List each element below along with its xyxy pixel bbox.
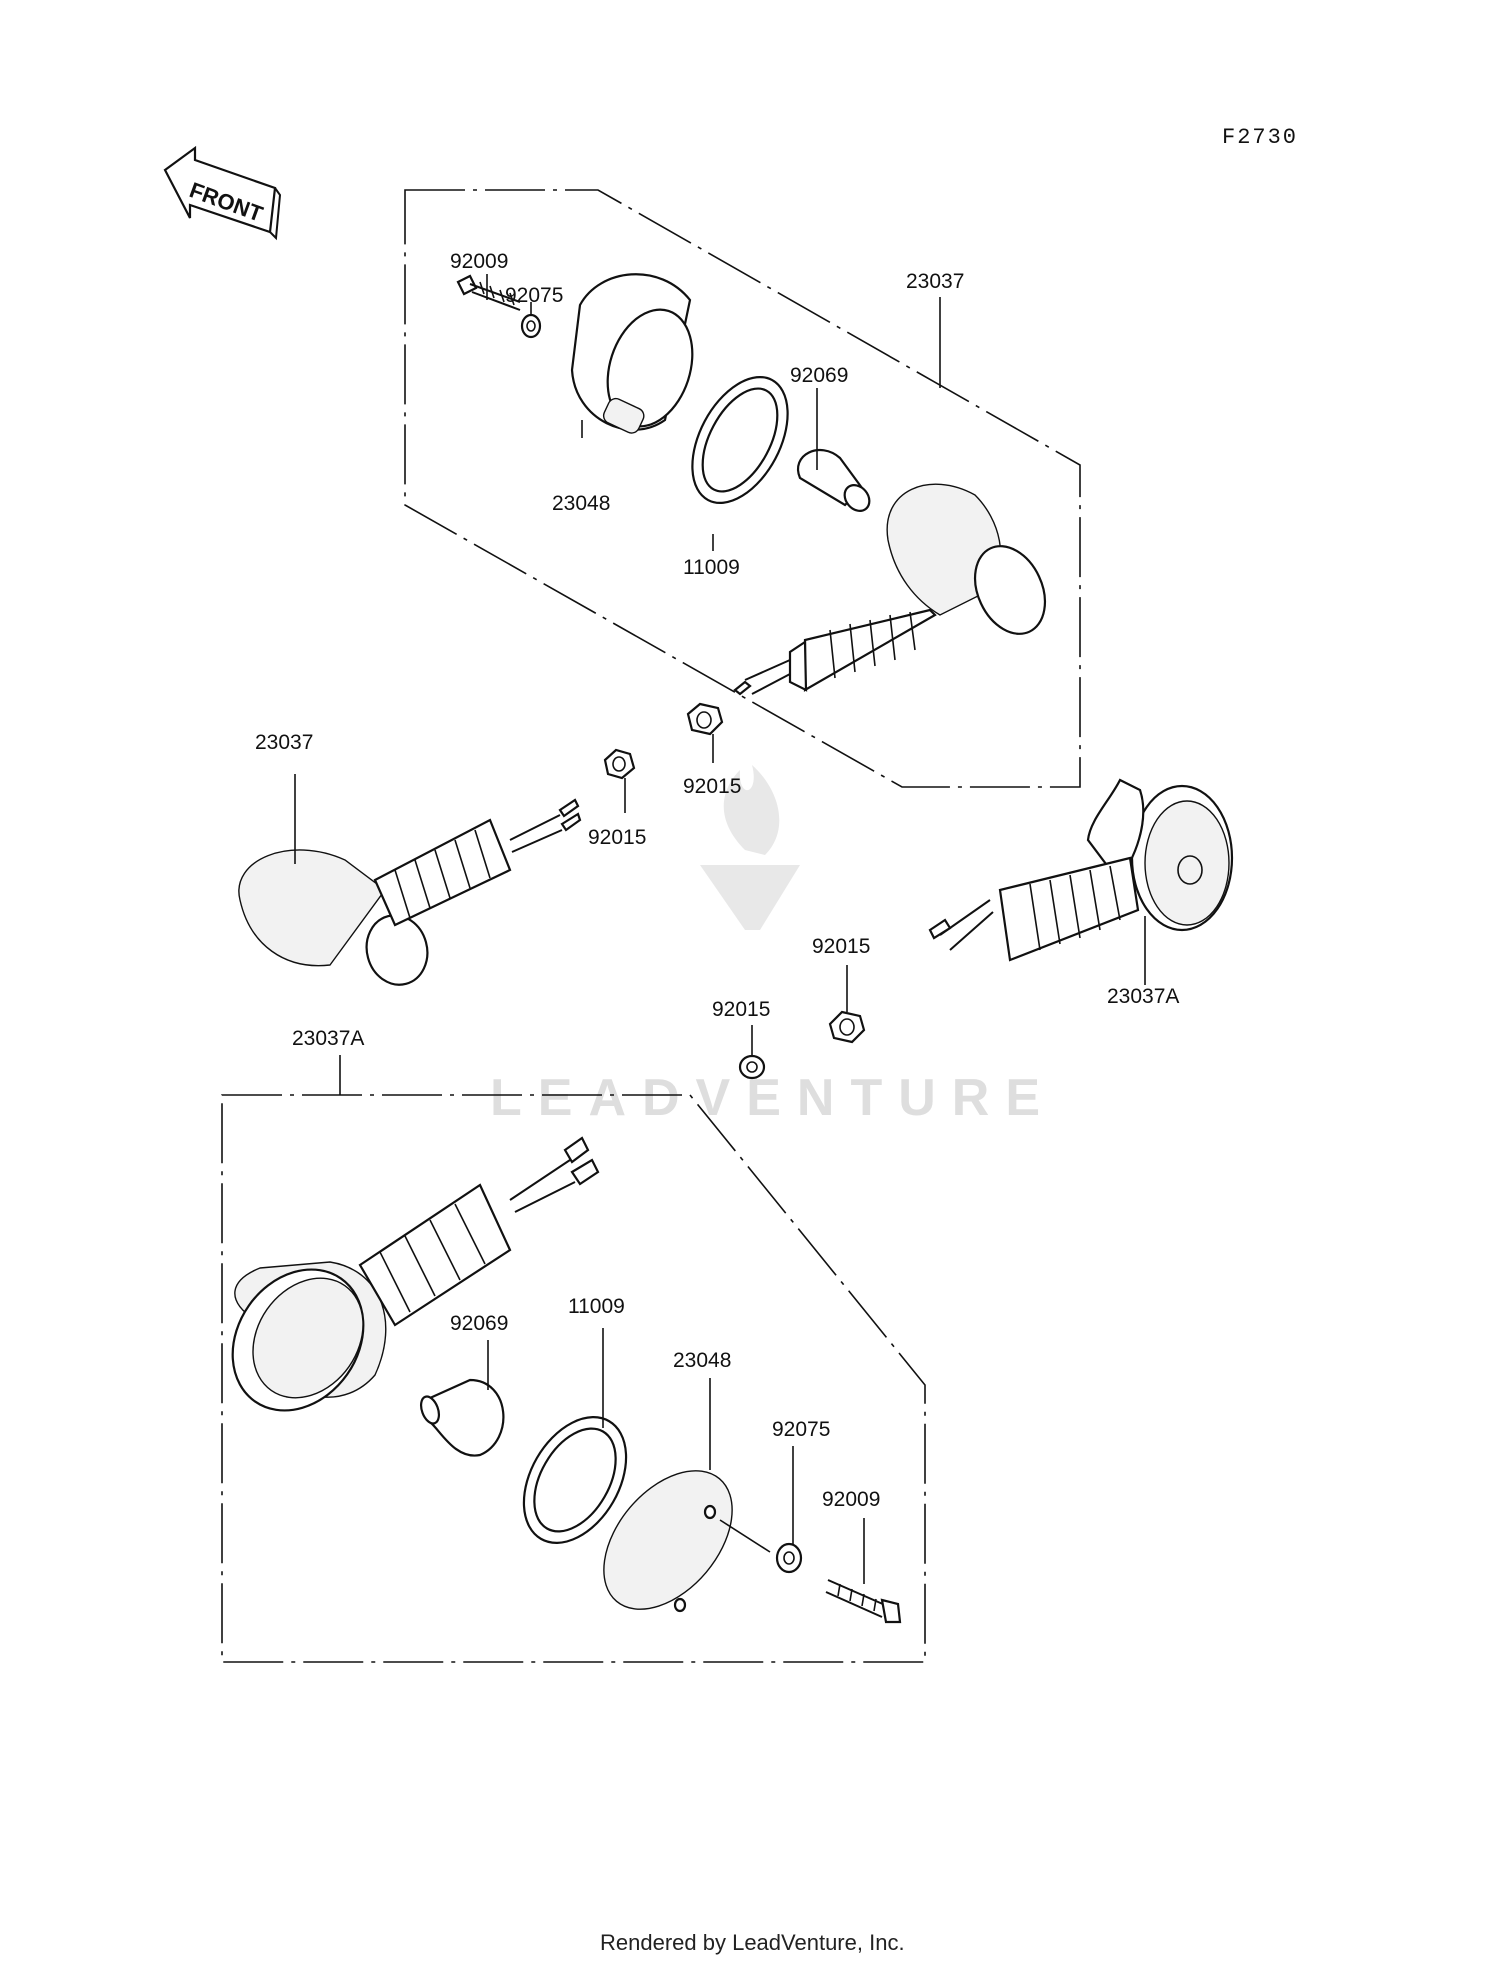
- signal-housing-23037A-right: [928, 778, 1234, 962]
- nut-92015-mid: [738, 1025, 766, 1080]
- label-23037-top: 23037: [906, 270, 964, 293]
- nut-92015-top: [686, 702, 724, 736]
- label-92009-top: 92009: [450, 250, 508, 273]
- label-92069-bottom: 92069: [450, 1312, 508, 1335]
- label-92015-left: 92015: [588, 826, 646, 849]
- screw-92009-bottom: [825, 1579, 902, 1624]
- label-11009-bottom: 11009: [568, 1295, 625, 1318]
- label-92015-top: 92015: [683, 775, 741, 798]
- washer-92075-top: [520, 313, 542, 339]
- bulb-92069-top: [797, 448, 871, 512]
- label-92009-bottom: 92009: [822, 1488, 880, 1511]
- signal-housing-23037A-bottom: [231, 1136, 600, 1412]
- washer-92075-bottom: [775, 1542, 803, 1574]
- watermark-logo-icon: [700, 765, 800, 930]
- label-11009-top: 11009: [683, 556, 740, 579]
- label-23037A-right: 23037A: [1107, 985, 1179, 1008]
- right-leaders: [846, 916, 1146, 1012]
- nut-92015-right: [828, 1010, 866, 1044]
- gasket-11009-top: [691, 375, 789, 505]
- signal-housing-23037-top: [733, 483, 1047, 696]
- front-arrow-icon: FRONT: [163, 145, 282, 241]
- label-92075-top: 92075: [505, 284, 563, 307]
- top-assembly-box: [404, 189, 1081, 788]
- watermark: LEADVENTURE: [490, 765, 1056, 1127]
- watermark-text: LEADVENTURE: [490, 1069, 1056, 1127]
- figure-code: F2730: [1222, 125, 1298, 150]
- label-92015-right: 92015: [812, 935, 870, 958]
- bottom-leaders: [487, 1328, 865, 1584]
- label-23037-left: 23037: [255, 731, 313, 754]
- bulb-92069-bottom: [419, 1378, 505, 1457]
- bottom-assembly-box: [221, 1055, 926, 1663]
- top-leaders: [486, 274, 941, 763]
- signal-housing-23037-left: [238, 798, 582, 986]
- label-23048-top: 23048: [552, 492, 610, 515]
- label-23048-bottom: 23048: [673, 1349, 731, 1372]
- part-labels: 23037 92009 92075 92069 23048 11009 9201…: [255, 250, 1179, 1511]
- gasket-11009-bottom: [522, 1416, 628, 1544]
- nut-92015-left: [603, 748, 636, 780]
- lens-23048-bottom: [603, 1470, 733, 1613]
- label-23037A-bottom: 23037A: [292, 1027, 364, 1050]
- label-92069-top: 92069: [790, 364, 848, 387]
- lens-23048-top: [570, 273, 694, 434]
- label-92015-mid: 92015: [712, 998, 770, 1021]
- footer-credit: Rendered by LeadVenture, Inc.: [600, 1930, 905, 1955]
- screw-92009-top: [456, 274, 521, 311]
- left-leaders: [294, 774, 626, 864]
- label-92075-bottom: 92075: [772, 1418, 830, 1441]
